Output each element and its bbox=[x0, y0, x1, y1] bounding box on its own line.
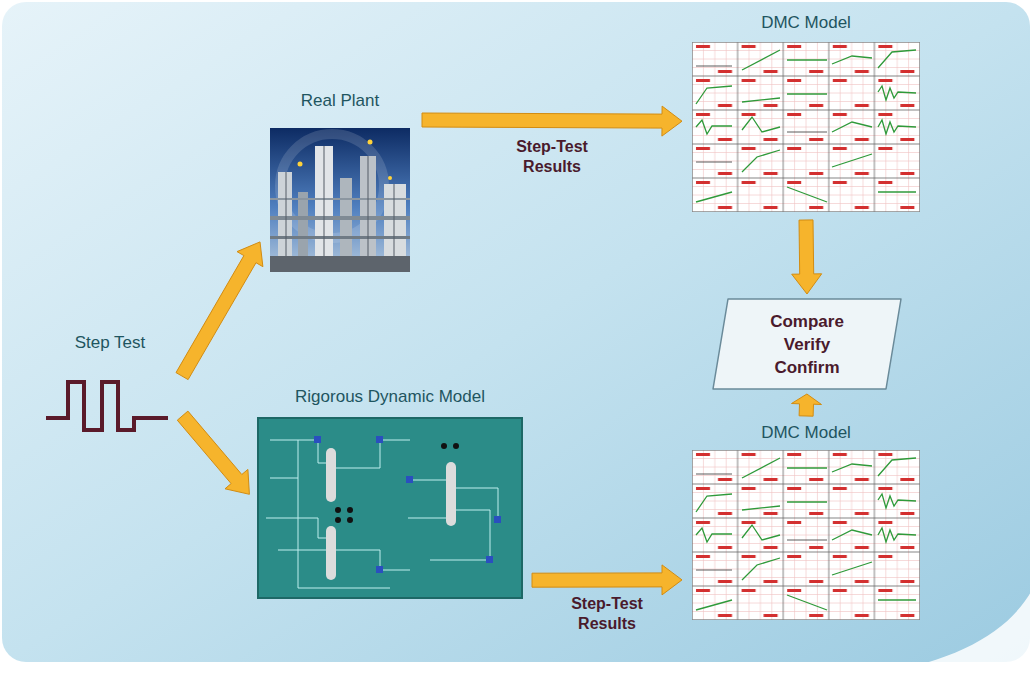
flow-arrow bbox=[792, 220, 822, 294]
flow-arrow bbox=[532, 565, 682, 595]
background-panel bbox=[2, 2, 1030, 662]
flow-arrow bbox=[792, 394, 822, 416]
simulation-flowsheet bbox=[494, 516, 501, 523]
parallelogram-outline bbox=[713, 299, 901, 389]
simulation-flowsheet bbox=[446, 462, 456, 526]
simulation-flowsheet bbox=[347, 517, 353, 523]
simulation-flowsheet bbox=[266, 440, 498, 588]
step-test-node: Step Test bbox=[40, 330, 180, 448]
plant-photo bbox=[270, 236, 410, 239]
node-heading: Real Plant bbox=[301, 88, 379, 111]
simulation-flowsheet bbox=[376, 436, 383, 443]
plant-photo bbox=[270, 256, 410, 272]
simulation-flowsheet bbox=[258, 418, 522, 598]
plant-photo bbox=[388, 176, 392, 180]
model-node: Rigorous Dynamic Model bbox=[252, 384, 528, 602]
simulation-flowsheet bbox=[347, 507, 353, 513]
step-signal-symbol bbox=[46, 382, 168, 430]
plant-photo bbox=[368, 140, 373, 145]
plant-photo bbox=[270, 216, 410, 220]
dmc-model-chart bbox=[692, 42, 920, 212]
simulation-flowsheet bbox=[335, 507, 341, 513]
plant-photo bbox=[286, 146, 394, 272]
simulation-flowsheet bbox=[258, 418, 522, 598]
simulation-flowsheet bbox=[486, 556, 493, 563]
simulation-flowsheet bbox=[314, 436, 321, 443]
flow-arrow bbox=[422, 106, 682, 136]
plant-photo bbox=[270, 198, 410, 200]
simulation-flowsheet bbox=[453, 443, 459, 449]
simulation-flowsheet bbox=[406, 476, 413, 483]
simulation-flowsheet bbox=[326, 448, 336, 502]
plant-photo bbox=[270, 128, 410, 272]
simulation-flowsheet bbox=[376, 566, 383, 573]
dmc-model-chart bbox=[692, 450, 920, 620]
dmc-model-node: DMC Model bbox=[686, 10, 926, 216]
simulation-flowsheet bbox=[441, 443, 447, 449]
node-heading: DMC Model bbox=[761, 420, 851, 443]
compare-parallelogram: Compare Verify Confirm bbox=[712, 298, 902, 390]
arrow-label: Step-Test Results bbox=[559, 594, 655, 634]
plant-photo bbox=[270, 128, 410, 272]
plant-photo bbox=[298, 162, 303, 167]
node-heading: Rigorous Dynamic Model bbox=[295, 384, 485, 407]
node-heading: Step Test bbox=[75, 330, 146, 353]
node-heading: DMC Model bbox=[761, 10, 851, 33]
step-label: Compare Verify Confirm bbox=[770, 310, 844, 379]
simulation-flowsheet bbox=[335, 517, 341, 523]
simulation-flowsheet bbox=[326, 526, 336, 580]
dmc-model-node: DMC Model bbox=[686, 420, 926, 625]
flow-arrow bbox=[177, 411, 249, 494]
arrow-label: Step-Test Results bbox=[504, 137, 600, 177]
flow-arrow bbox=[176, 242, 263, 380]
plant-node: Real Plant bbox=[262, 88, 418, 276]
